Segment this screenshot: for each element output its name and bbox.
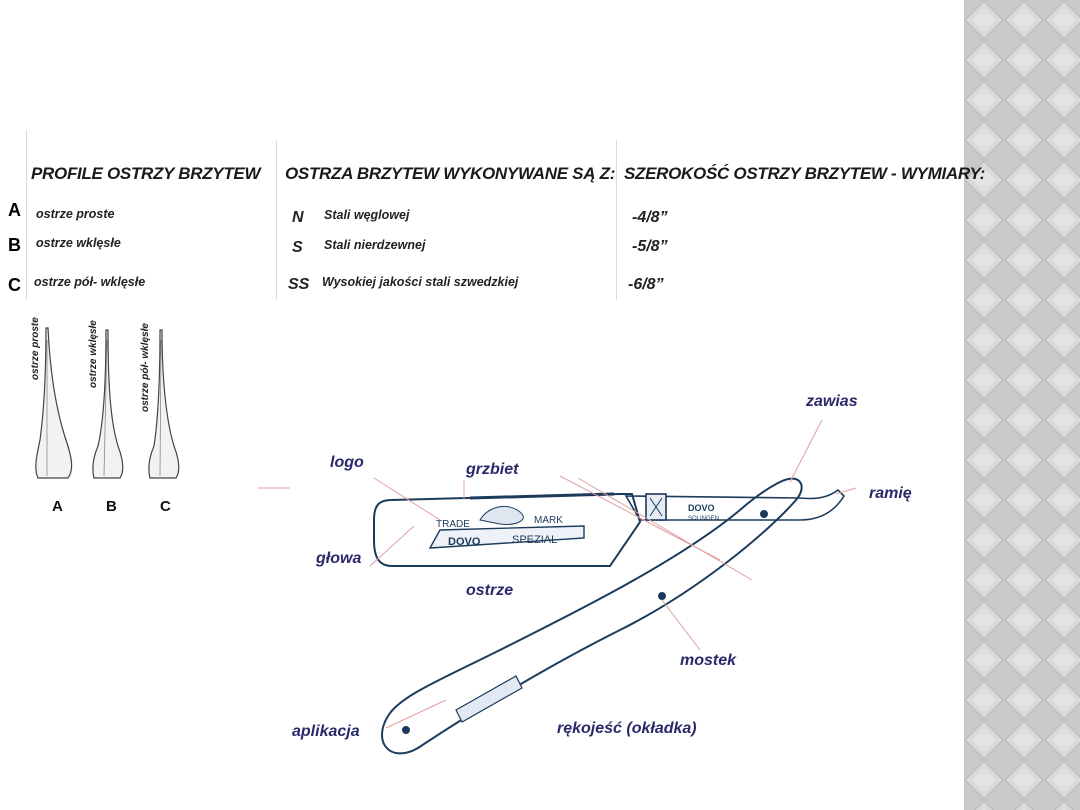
- handle-inlay-icon: [455, 675, 523, 723]
- material-code-s: S: [292, 239, 303, 256]
- part-label-zawias: zawias: [806, 393, 858, 410]
- material-code-ss: SS: [288, 276, 310, 293]
- profile-label-c: ostrze pół- wklęsłe: [34, 275, 146, 289]
- razor-blade: [373, 492, 642, 567]
- part-label-grzbiet: grzbiet: [466, 461, 519, 478]
- header-sizes: SZEROKOŚĆ OSTRZY BRZYTEW - WYMIARY:: [624, 164, 985, 183]
- part-label-glowa: głowa: [316, 550, 362, 567]
- razor-diagram: TRADE MARK DOVO SPEZIAL DOVO SOLINGEN: [35, 327, 857, 755]
- blade-mark-model: SPEZIAL: [512, 534, 557, 546]
- blade-mark-trade: TRADE: [436, 519, 470, 530]
- part-label-aplikacja: aplikacja: [292, 723, 360, 740]
- material-code-n: N: [292, 209, 304, 226]
- tang-mark-brand: DOVO: [688, 503, 715, 513]
- razor-shank: [624, 488, 846, 521]
- razor-spec-table: PROFILE OSTRZY BRZYTEW OSTRZA BRZYTEW WY…: [0, 130, 985, 300]
- leader-lines: [258, 419, 857, 729]
- profile-letter-a: A: [8, 200, 21, 220]
- header-profiles: PROFILE OSTRZY BRZYTEW: [31, 164, 261, 183]
- blade-mark-brand: DOVO: [448, 536, 481, 548]
- material-label-s: Stali nierdzewnej: [324, 238, 426, 252]
- part-label-ramie: ramię: [869, 485, 912, 502]
- blade-letter: C: [160, 498, 171, 515]
- header-materials: OSTRZA BRZYTEW WYKONYWANE SĄ Z:: [285, 164, 616, 183]
- profile-letter-b: B: [8, 235, 21, 255]
- material-label-n: Stali węglowej: [324, 208, 410, 222]
- blade-profile-concave-icon: [92, 329, 124, 479]
- blade-mark-mark: MARK: [534, 515, 563, 526]
- part-label-ostrze: ostrze: [466, 582, 514, 599]
- blade-profile-straight-icon: [35, 327, 73, 479]
- table-divider: [26, 130, 27, 300]
- razor-handle: [381, 477, 803, 755]
- profile-letter-c: C: [8, 275, 21, 295]
- part-label-rekojesc: rękojeść (okładka): [557, 720, 697, 737]
- material-label-ss: Wysokiej jakości stali szwedzkiej: [322, 275, 519, 289]
- blade-letter: B: [106, 498, 117, 515]
- size-value: -4/8”: [632, 209, 668, 226]
- size-value: -6/8”: [628, 276, 664, 293]
- profile-label-b: ostrze wklęsłe: [36, 236, 121, 250]
- blade-letter: A: [52, 498, 63, 515]
- profile-label-a: ostrze proste: [36, 207, 115, 221]
- blade-profile-semi-concave-icon: [148, 329, 180, 479]
- size-value: -5/8”: [632, 238, 668, 255]
- part-label-mostek: mostek: [680, 652, 737, 669]
- part-label-logo: logo: [330, 454, 364, 471]
- tang-mark-city: SOLINGEN: [688, 516, 719, 522]
- table-divider: [276, 140, 277, 300]
- decorative-sidebar: [964, 0, 1080, 810]
- table-divider: [616, 140, 617, 300]
